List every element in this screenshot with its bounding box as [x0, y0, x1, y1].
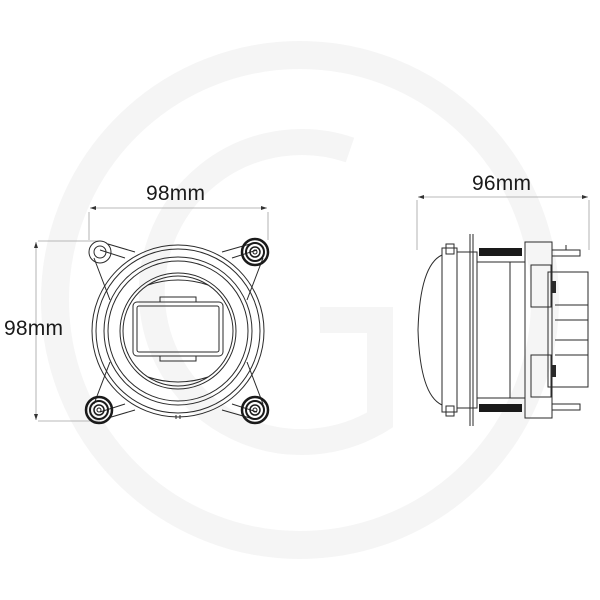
- side-connectors: [552, 281, 556, 377]
- side-depth-label: 96mm: [472, 172, 532, 195]
- fastener-top-right: [240, 237, 270, 267]
- fastener-bottom-left: [84, 395, 114, 425]
- mounting-hole-top-left: [88, 240, 112, 264]
- watermark-logo: [41, 41, 559, 559]
- front-width-label: 98mm: [146, 182, 206, 205]
- front-height-dimension: [34, 240, 100, 422]
- side-depth-dimension: [416, 195, 590, 250]
- threaded-spring-bottom: [479, 404, 522, 412]
- front-view: [91, 243, 265, 419]
- threaded-spring-top: [479, 248, 522, 256]
- front-height-label: 98mm: [4, 317, 64, 340]
- fastener-bottom-right: [240, 395, 270, 425]
- front-width-dimension: [88, 206, 269, 240]
- side-view: [417, 234, 589, 426]
